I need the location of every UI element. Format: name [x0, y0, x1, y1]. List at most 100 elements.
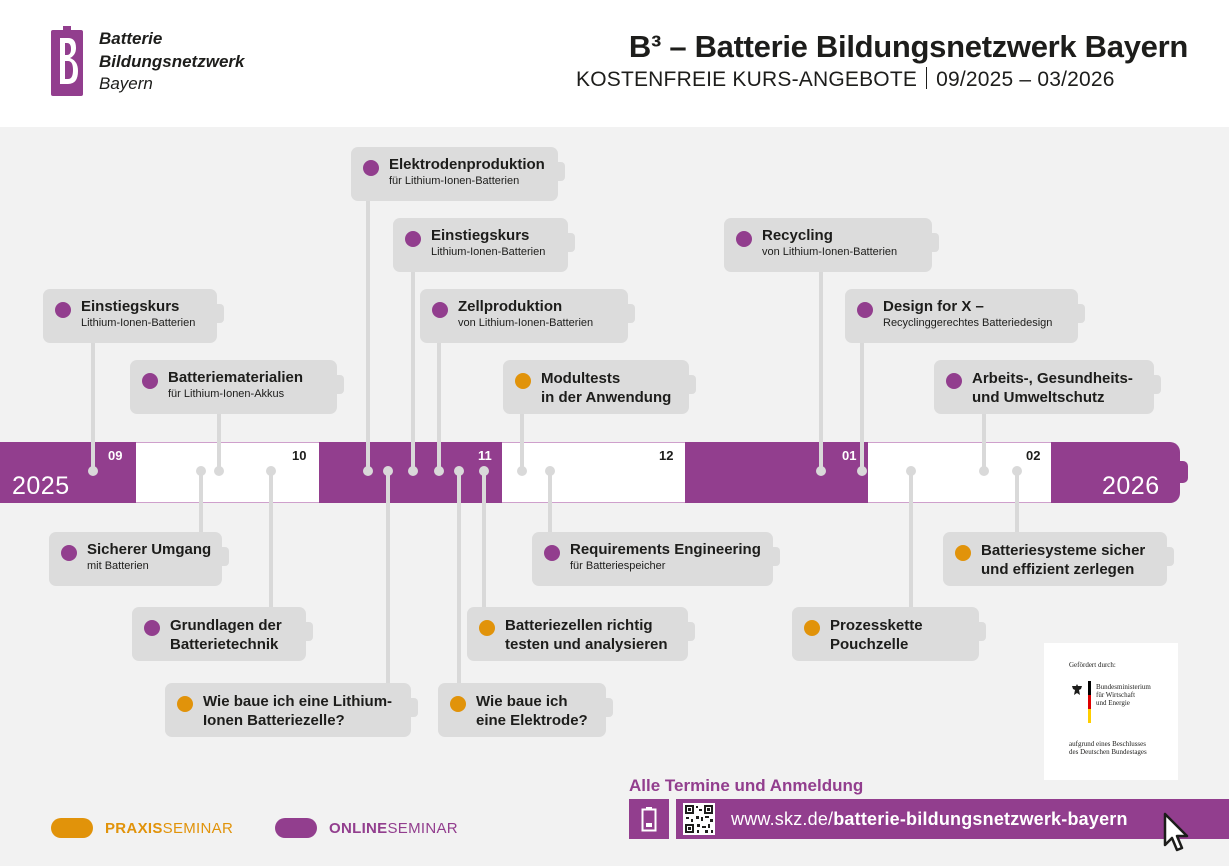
online-indicator-dot: [946, 373, 962, 389]
subtitle-label: KOSTENFREIE KURS-ANGEBOTE: [576, 68, 918, 91]
course-subtitle: von Lithium-Ionen-Batterien: [762, 246, 898, 258]
connector-line: [819, 272, 823, 470]
course-subtitle: Recyclinggerechtes Batteriedesign: [883, 317, 1053, 329]
course-card-modultests[interactable]: Modultests in der Anwendung: [503, 360, 696, 414]
registration-link-bar[interactable]: [676, 799, 1229, 839]
online-indicator-dot: [736, 231, 752, 247]
page-title: B³ – Batterie Bildungsnetzwerk Bayern: [628, 29, 1188, 64]
ministry-line-2: für Wirtschaft: [1096, 691, 1136, 699]
course-subtitle: Lithium-Ionen-Batterien: [431, 246, 546, 258]
federal-eagle-icon: [1072, 684, 1082, 695]
course-subtitle: mit Batterien: [87, 560, 149, 572]
course-card-requirements-engineering[interactable]: Requirements Engineering für Batteriespe…: [532, 532, 780, 586]
url-prefix: www.skz.de/: [731, 809, 834, 829]
connector-dot: [214, 466, 224, 476]
course-title: Zellproduktion: [458, 298, 563, 315]
online-indicator-dot: [55, 302, 71, 318]
month-label-01: 01: [842, 448, 857, 463]
connector-dot: [816, 466, 826, 476]
connector-line: [269, 472, 273, 608]
online-indicator-dot: [61, 545, 77, 561]
praxis-indicator-dot: [177, 696, 193, 712]
course-card-sicherer-umgang[interactable]: Sicherer Umgang mit Batterien: [49, 532, 229, 586]
connector-dot: [517, 466, 527, 476]
course-title-line-1: Wie baue ich: [476, 693, 568, 710]
timeline-segment-01: [685, 442, 868, 503]
course-card-arbeitsschutz[interactable]: Arbeits-, Gesundheits- und Umweltschutz: [934, 360, 1161, 414]
praxis-indicator-dot: [804, 620, 820, 636]
timeline-segment-12: [502, 442, 685, 503]
online-indicator-dot: [144, 620, 160, 636]
connector-dot: [857, 466, 867, 476]
course-title-line-2: in der Anwendung: [541, 389, 672, 406]
online-legend-swatch: [275, 818, 317, 838]
course-card-lithium-ionen-batteriezelle[interactable]: Wie baue ich eine Lithium- Ionen Batteri…: [165, 683, 418, 737]
course-card-elektrodenproduktion[interactable]: Elektrodenproduktion für Lithium-Ionen-B…: [351, 147, 565, 201]
mouse-cursor-icon: [1163, 812, 1189, 852]
year-end-label: 2026: [1102, 472, 1160, 500]
course-card-einstiegskurs-nov[interactable]: Einstiegskurs Lithium-Ionen-Batterien: [393, 218, 575, 272]
course-title-line-2: Batterietechnik: [170, 636, 279, 653]
course-title-line-1: Batteriezellen richtig: [505, 617, 653, 634]
online-indicator-dot: [363, 160, 379, 176]
german-flag-stripe: [1088, 681, 1091, 723]
month-label-12: 12: [659, 448, 674, 463]
connector-dot: [88, 466, 98, 476]
timeline-battery-terminal: [1177, 461, 1188, 483]
course-title: Batteriematerialien: [168, 369, 304, 386]
course-title-line-2: Ionen Batteriezelle?: [203, 712, 345, 729]
praxis-legend-label: PRAXISSEMINAR: [105, 820, 233, 837]
course-title-line-2: eine Elektrode?: [476, 712, 588, 729]
online-indicator-dot: [544, 545, 560, 561]
course-subtitle: für Batteriespeicher: [570, 560, 666, 572]
course-title-line-1: Modultests: [541, 370, 621, 387]
connector-line: [437, 343, 441, 470]
course-card-einstiegskurs-sep[interactable]: Einstiegskurs Lithium-Ionen-Batterien: [43, 289, 224, 343]
timeline-segment-10: [136, 442, 319, 503]
connector-dot: [383, 466, 393, 476]
connector-line: [457, 472, 461, 684]
connector-line: [411, 272, 415, 470]
course-card-batteriematerialien[interactable]: Batteriematerialien für Lithium-Ionen-Ak…: [130, 360, 344, 414]
subtitle-date-range: 09/2025 – 03/2026: [936, 68, 1115, 91]
course-subtitle: Lithium-Ionen-Batterien: [81, 317, 196, 329]
course-title-line-1: Wie baue ich eine Lithium-: [203, 693, 393, 710]
course-title-line-2: und effizient zerlegen: [981, 561, 1135, 578]
course-card-recycling[interactable]: Recycling von Lithium-Ionen-Batterien: [724, 218, 939, 272]
praxis-legend-swatch: [51, 818, 93, 838]
logo-line-3: Bayern: [99, 74, 153, 93]
logo-wordmark: Batterie Bildungsnetzwerk Bayern: [99, 28, 244, 96]
praxis-indicator-dot: [955, 545, 971, 561]
online-legend-rest: SEMINAR: [387, 820, 458, 837]
course-card-prozesskette-pouchzelle[interactable]: Prozesskette Pouchzelle: [792, 607, 986, 661]
course-card-grundlagen-batterietechnik[interactable]: Grundlagen der Batterietechnik: [132, 607, 313, 661]
online-indicator-dot: [405, 231, 421, 247]
course-card-elektrode-bauen[interactable]: Wie baue ich eine Elektrode?: [438, 683, 613, 737]
course-title: Design for X –: [883, 298, 984, 315]
timeline-segment-09: [0, 442, 136, 503]
praxis-legend-rest: SEMINAR: [162, 820, 234, 837]
header: Batterie Bildungsnetzwerk Bayern B³ – Ba…: [0, 0, 1229, 127]
course-card-batteriesysteme-zerlegen[interactable]: Batteriesysteme sicher und effizient zer…: [943, 532, 1174, 586]
course-title: Elektrodenproduktion: [389, 156, 545, 173]
month-label-10: 10: [292, 448, 307, 463]
praxis-indicator-dot: [450, 696, 466, 712]
year-start-label: 2025: [12, 472, 70, 500]
month-label-09: 09: [108, 448, 123, 463]
course-card-zellproduktion[interactable]: Zellproduktion von Lithium-Ionen-Batteri…: [420, 289, 635, 343]
course-title-line-2: Pouchzelle: [830, 636, 909, 653]
course-card-design-for-x[interactable]: Design for X – Recyclinggerechtes Batter…: [845, 289, 1085, 343]
registration-url[interactable]: www.skz.de/batterie-bildungsnetzwerk-bay…: [731, 809, 1128, 830]
funding-resolution-line-1: aufgrund eines Beschlusses: [1069, 740, 1146, 748]
qr-code-icon[interactable]: [683, 803, 715, 835]
connector-dot: [479, 466, 489, 476]
connector-line: [91, 343, 95, 470]
timeline-segment-02: [868, 442, 1051, 503]
course-title: Einstiegskurs: [431, 227, 530, 244]
course-subtitle: für Lithium-Ionen-Akkus: [168, 388, 285, 400]
online-indicator-dot: [142, 373, 158, 389]
online-indicator-dot: [432, 302, 448, 318]
course-card-batteriezellen-testen[interactable]: Batteriezellen richtig testen und analys…: [467, 607, 695, 661]
subtitle-separator: [926, 67, 928, 89]
page-subtitle: KOSTENFREIE KURS-ANGEBOTE 09/2025 – 03/20…: [576, 67, 1115, 92]
